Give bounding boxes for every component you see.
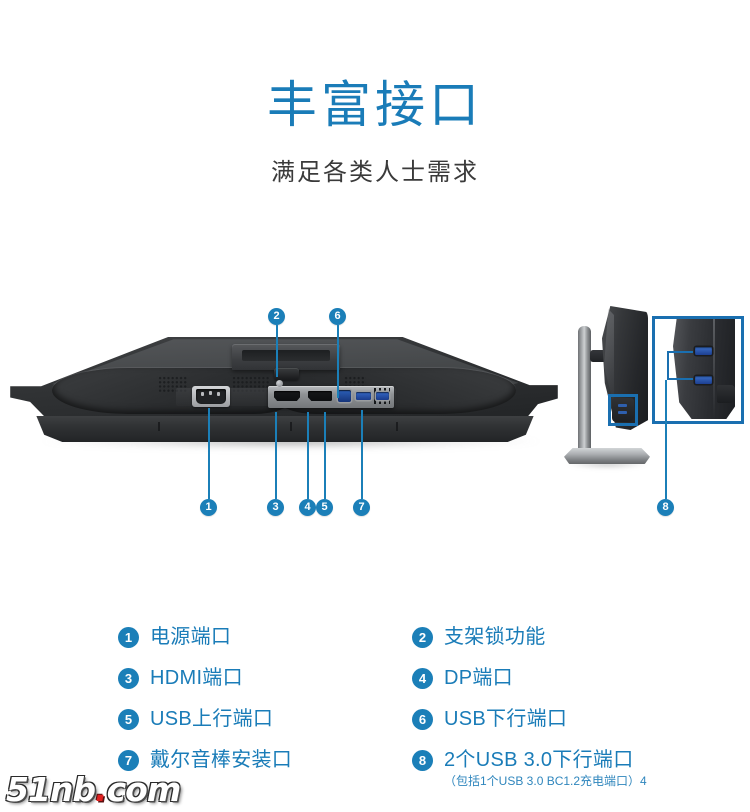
legend-label-5: USB上行端口 [150, 708, 274, 730]
usb-downstream-port-1 [356, 392, 371, 400]
legend-badge-4: 4 [412, 668, 433, 689]
callout-6-leader [337, 325, 339, 398]
stand-mount-slot [242, 350, 330, 361]
callout-5: 5 [316, 499, 333, 516]
legend-label-1: 电源端口 [150, 626, 232, 648]
inset-panel-seam [713, 319, 715, 419]
inset-usb-bracket [667, 351, 693, 380]
legend-label-7: 戴尔音棒安装口 [150, 749, 293, 771]
legend-item-8: 8 2个USB 3.0下行端口 （包括1个USB 3.0 BC1.2充电端口）4 [412, 748, 732, 789]
page-header: 丰富接口 满足各类人士需求 [0, 0, 750, 188]
usb-upstream-port [338, 390, 351, 402]
page-title: 丰富接口 [267, 77, 483, 133]
power-pin-3 [217, 392, 220, 396]
display-panel-highlight [604, 309, 614, 405]
callout-3: 3 [267, 499, 284, 516]
page-subtitle: 满足各类人士需求 [271, 159, 479, 186]
io-plate-screw [276, 380, 283, 387]
callout-6: 6 [329, 308, 346, 325]
legend-badge-5: 5 [118, 709, 139, 730]
side-usb-port-1 [618, 404, 627, 407]
edge-notch-left [158, 422, 160, 431]
callout-1-leader [208, 408, 210, 499]
watermark-text-before: 51nb [6, 770, 96, 809]
callout-2: 2 [268, 308, 285, 325]
dp-port [308, 391, 332, 401]
inset-usb-port-2 [695, 376, 712, 384]
legend-badge-8: 8 [412, 750, 433, 771]
callout-7: 7 [353, 499, 370, 516]
product-illustration: 2 6 1 3 4 5 7 8 [0, 280, 750, 550]
legend-column-left: 1 电源端口 3 HDMI端口 5 USB上行端口 7 戴尔音 [118, 625, 438, 789]
monitor-side-view [564, 306, 654, 486]
edge-notch-center [290, 422, 292, 431]
legend-item-6: 6 USB下行端口 [412, 707, 732, 748]
power-pin-1 [201, 392, 204, 396]
watermark-dot: . [95, 770, 108, 809]
legend-item-5: 5 USB上行端口 [118, 707, 438, 748]
inset-usb-port-1 [695, 347, 712, 355]
side-usb-detail-inset [652, 316, 744, 424]
callout-2-leader [276, 325, 278, 377]
callout-8: 8 [657, 499, 674, 516]
legend-sublabel-8: （包括1个USB 3.0 BC1.2充电端口）4 [444, 774, 647, 788]
stand-column [578, 326, 591, 452]
legend-item-7: 7 戴尔音棒安装口 [118, 748, 438, 789]
usb-downstream-port-2 [376, 392, 389, 400]
legend-item-2: 2 支架锁功能 [412, 625, 732, 666]
legend-badge-2: 2 [412, 627, 433, 648]
legend-badge-1: 1 [118, 627, 139, 648]
side-io-housing [612, 398, 634, 422]
stand-lock-latch [274, 368, 299, 380]
power-pin-2 [209, 391, 212, 395]
legend-label-8: 2个USB 3.0下行端口 [444, 749, 634, 771]
callout-5-leader [324, 412, 326, 499]
legend-item-4: 4 DP端口 [412, 666, 732, 707]
callout-1: 1 [200, 499, 217, 516]
legend-label-4: DP端口 [444, 667, 513, 689]
side-usb-highlight-box [608, 394, 638, 426]
legend-badge-6: 6 [412, 709, 433, 730]
legend-label-6: USB下行端口 [444, 708, 568, 730]
callout-4-leader [307, 412, 309, 499]
callout-legend: 1 电源端口 3 HDMI端口 5 USB上行端口 7 戴尔音 [0, 625, 750, 805]
hdmi-port [274, 391, 300, 401]
legend-item-3: 3 HDMI端口 [118, 666, 438, 707]
watermark-text-after: com [106, 770, 182, 809]
callout-3-leader [275, 412, 277, 499]
legend-badge-3: 3 [118, 668, 139, 689]
legend-item-1: 1 电源端口 [118, 625, 438, 666]
callout-7-leader [361, 410, 363, 499]
edge-notch-right [396, 422, 398, 431]
site-watermark: 51nb.com [6, 770, 182, 809]
callout-8-leader [665, 380, 667, 499]
legend-badge-7: 7 [118, 750, 139, 771]
monitor-front-edge [36, 416, 534, 442]
callout-4: 4 [299, 499, 316, 516]
legend-column-right: 2 支架锁功能 4 DP端口 6 USB下行端口 8 2个US [412, 625, 732, 789]
monitor-bottom-view [8, 328, 560, 468]
legend-label-3: HDMI端口 [150, 667, 243, 689]
legend-label-2: 支架锁功能 [444, 626, 546, 648]
stand-base [564, 448, 650, 464]
side-usb-port-2 [618, 411, 627, 414]
inset-panel-foot [717, 385, 735, 403]
stand-base-shadow [566, 462, 648, 469]
